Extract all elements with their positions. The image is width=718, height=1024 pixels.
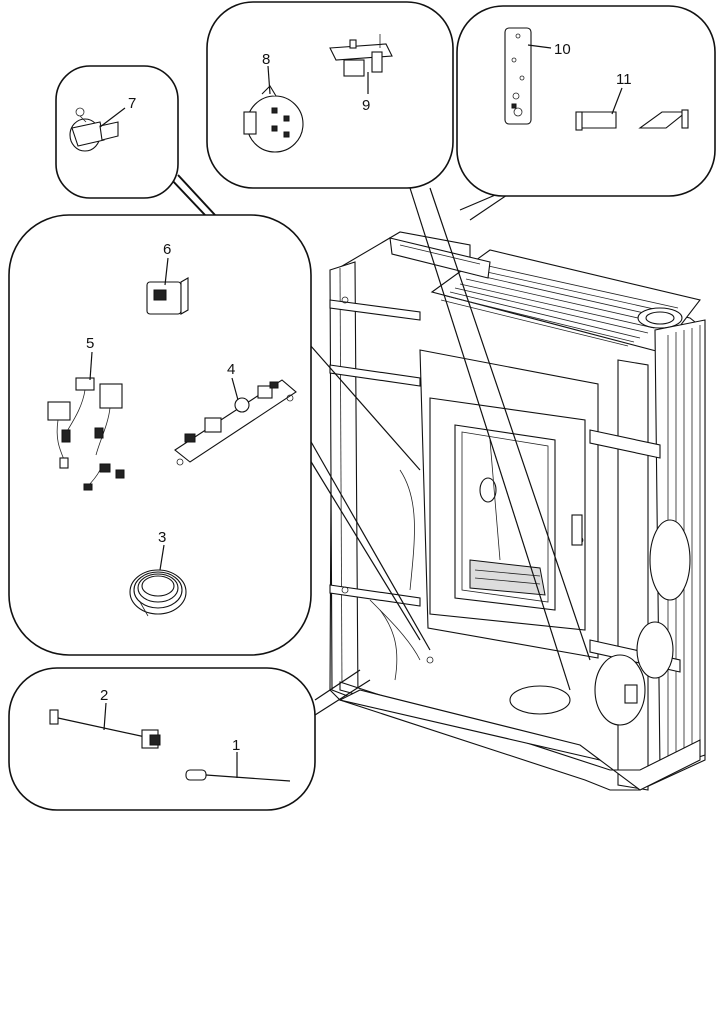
part-4-control-board — [174, 379, 297, 466]
callout-label: 6 — [163, 241, 171, 258]
top-grille-slots — [440, 264, 679, 347]
bubble-part-7: 7 — [55, 65, 179, 199]
callout-label: 5 — [86, 335, 94, 352]
callout-label: 11 — [616, 71, 632, 88]
leader-lines — [169, 174, 591, 716]
bubble-parts-1-2: 2 1 — [8, 667, 316, 811]
callout-label: 9 — [362, 97, 370, 114]
callout-label: 7 — [128, 95, 136, 112]
callout-label: 4 — [227, 361, 235, 378]
stove-frame — [329, 231, 706, 791]
callout-label: 1 — [232, 737, 240, 754]
part-3-coiled-hose — [129, 569, 187, 617]
part-8-pressure-switch — [243, 85, 304, 153]
part-1-probe — [185, 769, 291, 782]
part-9-bracket — [329, 34, 393, 77]
bubble-parts-8-9: 8 9 — [206, 1, 454, 189]
callout-label: 8 — [262, 51, 270, 68]
part-7-thermostat — [69, 107, 119, 152]
part-2-sensor-cable — [49, 709, 161, 749]
bubble-parts-10-11: 10 11 — [456, 5, 716, 197]
callout-label: 10 — [554, 41, 571, 58]
side-fins — [667, 325, 701, 760]
part-6-power-socket — [146, 277, 189, 315]
callout-label: 2 — [100, 687, 108, 704]
part-10-circuit-board — [504, 27, 532, 125]
bubble-parts-3-6: 6 5 4 — [8, 214, 312, 656]
callout-label: 3 — [158, 529, 166, 546]
part-5-wiring-harness — [47, 377, 125, 491]
part-11-ribbon-cable — [575, 109, 689, 131]
